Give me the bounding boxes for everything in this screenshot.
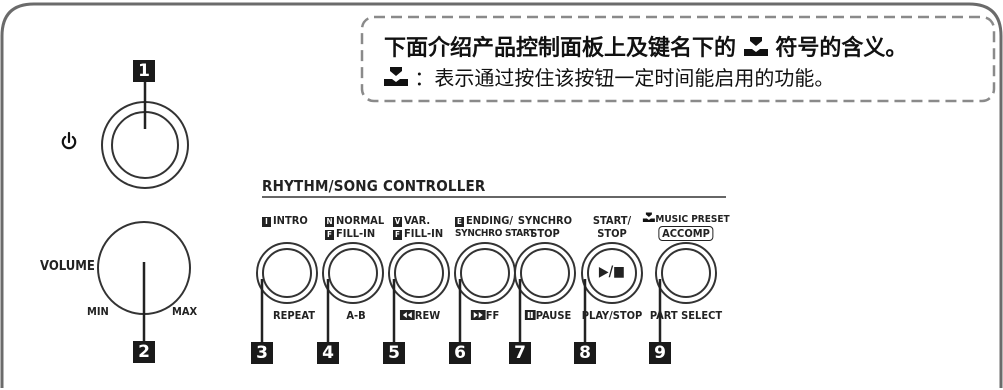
number-badge-1: 1 — [133, 60, 155, 82]
notice-line-1: 下面介绍产品控制面板上及键名下的 符号的含义。 — [384, 30, 907, 62]
button-4[interactable] — [322, 242, 384, 304]
button-7-bottom-label: PAUSE — [524, 309, 572, 323]
ff-label: FF — [485, 309, 500, 322]
number-badge-9: 9 — [649, 342, 671, 364]
notice-line-1-before: 下面介绍产品控制面板上及键名下的 — [384, 36, 737, 61]
notice-line-2: ：表示通过按住该按钮一定时间能启用的功能。 — [384, 62, 834, 91]
stop-label: STOP — [530, 226, 560, 240]
variation-box-icon: V — [393, 217, 402, 227]
button-4-bottom-label: A-B — [346, 309, 366, 322]
fill-box-icon: F — [393, 229, 402, 240]
hold-press-icon — [384, 67, 408, 86]
hold-press-icon — [642, 212, 655, 222]
button-9-bottom-label: PART SELECT — [649, 309, 723, 322]
fill-box-icon: F — [325, 229, 334, 240]
rewind-icon — [399, 310, 415, 320]
number-badge-3: 3 — [251, 342, 273, 364]
number-badge-4: 4 — [317, 342, 339, 364]
number-badge-2: 2 — [133, 341, 155, 363]
power-icon — [61, 131, 77, 150]
fill-in-label: FILL-IN — [336, 226, 376, 240]
number-badge-7: 7 — [509, 342, 531, 364]
accomp-label: ACCOMP — [658, 225, 714, 241]
synchro-start-label: SYNCHRO START — [455, 227, 535, 239]
button-8[interactable] — [581, 242, 643, 304]
normal-box-icon: N — [325, 217, 334, 227]
intro-label: INTRO — [273, 214, 308, 227]
pause-icon — [524, 310, 536, 320]
button-5-bottom-label: REW — [399, 309, 441, 323]
button-9-top-label: MUSIC PRESET ACCOMP — [642, 212, 730, 241]
button-5[interactable] — [388, 242, 450, 304]
normal-label: NORMAL — [336, 214, 385, 227]
ending-label: ENDING/ — [466, 214, 513, 227]
button-3-bottom-label: REPEAT — [273, 309, 315, 322]
volume-min-label: MIN — [87, 305, 109, 318]
button-8-bottom-label: PLAY/STOP — [581, 309, 643, 322]
notice-line-2-text: ：表示通过按住该按钮一定时间能启用的功能。 — [414, 66, 835, 90]
play-stop-symbol: ▶/■ — [598, 264, 626, 280]
intro-box-icon: I — [262, 217, 271, 227]
rew-label: REW — [414, 309, 441, 322]
button-7-top-label: SYNCHRO STOP — [517, 214, 573, 240]
number-badge-8: 8 — [574, 342, 596, 364]
music-preset-label: MUSIC PRESET — [655, 214, 730, 225]
notice-box — [360, 15, 996, 103]
button-7[interactable] — [514, 242, 576, 304]
fill-in-label: FILL-IN — [404, 226, 444, 240]
button-9[interactable] — [655, 242, 717, 304]
variation-label: VAR. — [404, 214, 431, 227]
start-label: START/ — [592, 214, 632, 227]
section-header: RHYTHM/SONG CONTROLLER — [262, 177, 486, 195]
ending-box-icon: E — [455, 217, 464, 227]
volume-max-label: MAX — [172, 305, 198, 318]
number-badge-6: 6 — [449, 342, 471, 364]
pause-label: PAUSE — [535, 309, 572, 322]
notice-line-1-after: 符号的含义。 — [775, 36, 908, 61]
fast-forward-icon — [470, 310, 486, 320]
volume-label: VOLUME — [40, 259, 95, 274]
stop-label: STOP — [597, 226, 627, 240]
button-3[interactable] — [256, 242, 318, 304]
synchro-label: SYNCHRO — [517, 214, 573, 227]
button-6-bottom-label: FF — [470, 309, 500, 323]
button-6[interactable] — [454, 242, 516, 304]
hold-press-icon — [743, 37, 768, 56]
button-8-top-label: START/ STOP — [592, 214, 632, 240]
number-badge-5: 5 — [383, 342, 405, 364]
